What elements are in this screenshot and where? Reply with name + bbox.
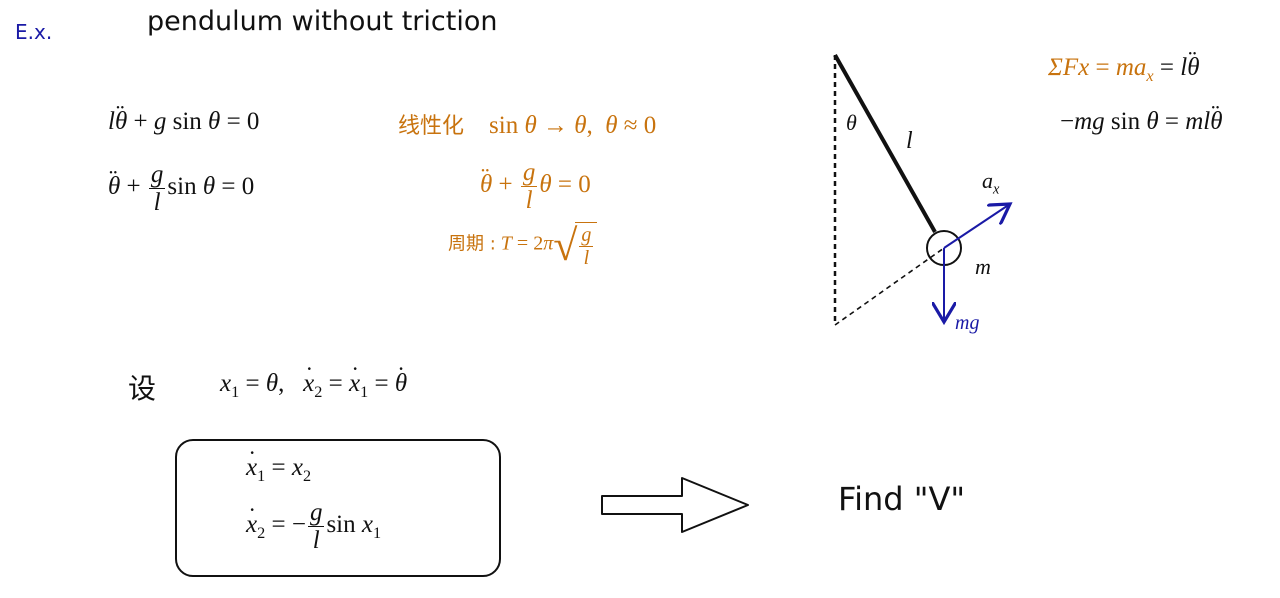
page-title: pendulum without triction (147, 6, 498, 37)
force-balance-equation: −mg sin θ = mlθ (1060, 101, 1223, 136)
weight-label: mg (955, 312, 980, 334)
acceleration-arrow (943, 204, 1010, 249)
accel-label: ax (982, 168, 1000, 198)
state-equation-1: x1 = x2 (246, 447, 311, 486)
let-label: 设 (128, 372, 157, 405)
linearize-label: 线性化 (398, 114, 465, 139)
mass-label: m (975, 254, 991, 279)
newton-law-equation: ΣFx = max = lθ (1048, 47, 1199, 86)
period-label: 周期 : (448, 233, 496, 255)
ex-label: E.x. (15, 20, 53, 44)
implies-arrow-icon (601, 477, 749, 533)
linearized-equation: θ + glθ = 0 (480, 160, 591, 213)
state-substitution: x1 = θ, x2 = x1 = θ (220, 363, 407, 402)
find-v-text: Find "V" (838, 480, 966, 518)
linearization-line: 线性化 sin θ → θ, θ ≈ 0 (398, 112, 657, 139)
state-space-box (175, 439, 501, 577)
equation-of-motion: lθ + g sin θ = 0 (108, 101, 259, 136)
length-label: l (906, 128, 913, 154)
pendulum-rod (833, 54, 937, 233)
displacement-line (834, 247, 945, 326)
theta-label: θ (846, 110, 857, 135)
